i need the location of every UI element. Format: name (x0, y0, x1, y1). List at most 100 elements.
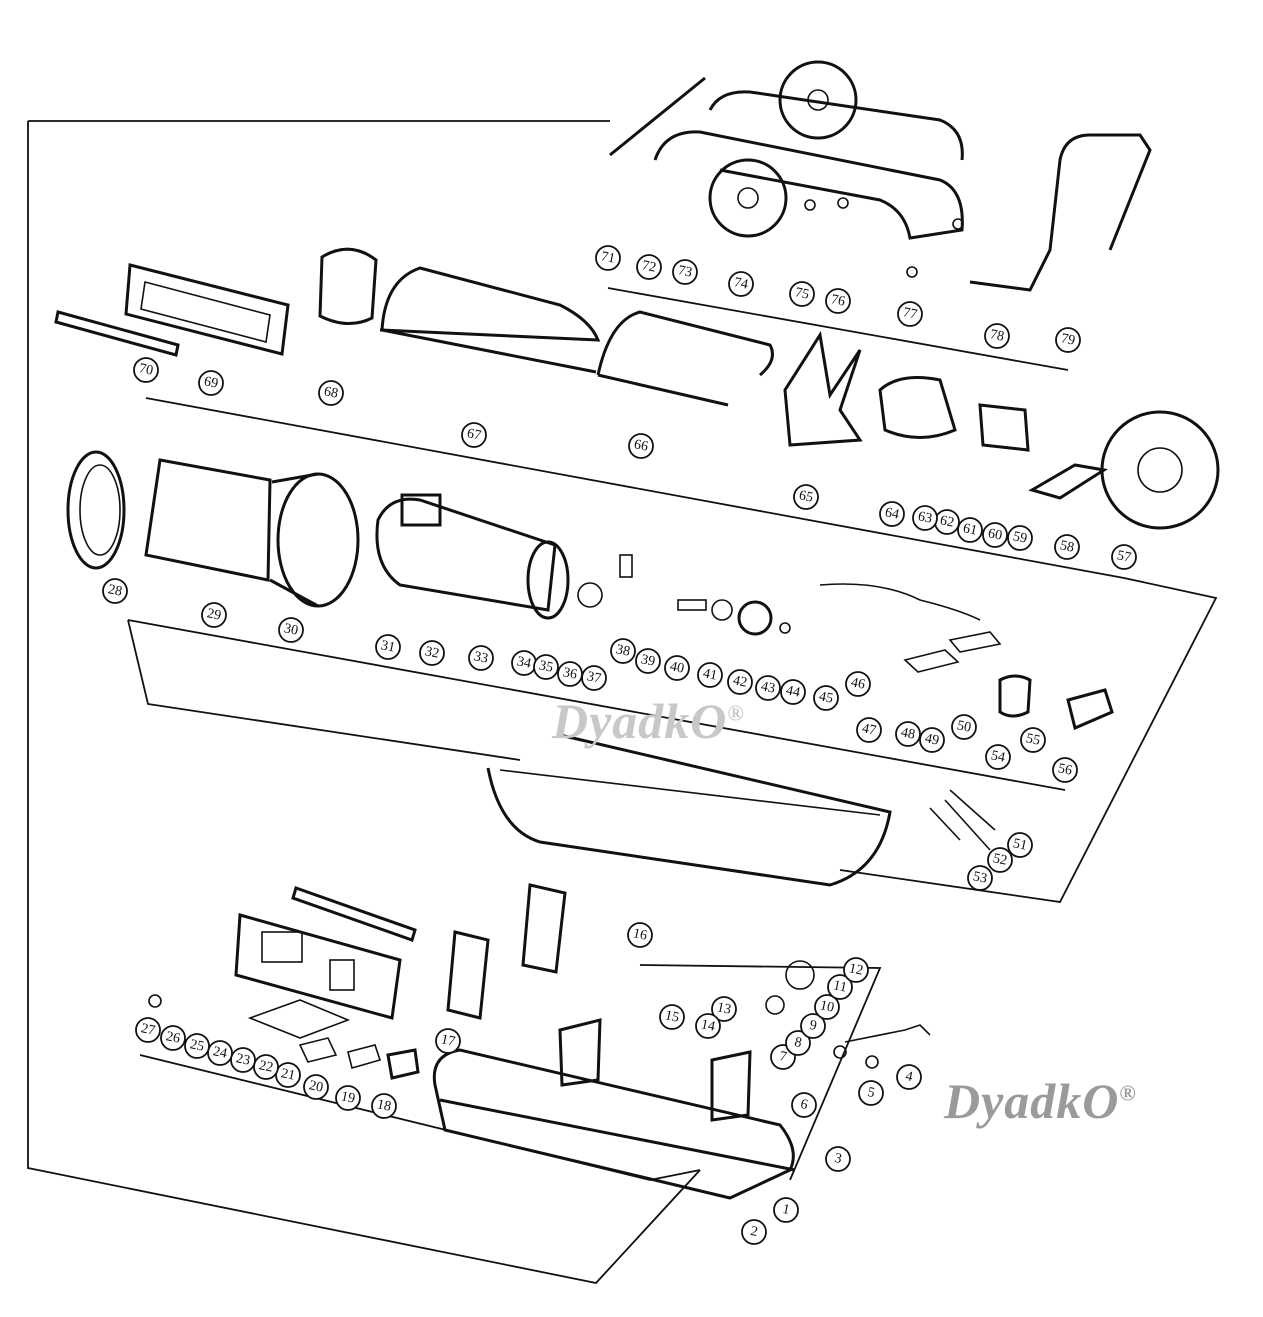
callout-number: 60 (987, 526, 1004, 544)
callout-number: 69 (203, 374, 220, 392)
callout-32: 32 (419, 640, 445, 666)
callout-circle (967, 865, 993, 891)
callout-circle (672, 259, 698, 285)
callout-13: 13 (711, 996, 737, 1022)
callout-number: 7 (778, 1049, 788, 1065)
callout-38: 38 (610, 638, 636, 664)
callout-5: 5 (858, 1080, 884, 1106)
callout-circle (533, 654, 559, 680)
callout-circle (951, 714, 977, 740)
upper-shell-parts (54, 247, 774, 407)
callout-circle (879, 501, 905, 527)
callout-number: 50 (956, 718, 973, 736)
callout-52: 52 (987, 847, 1013, 873)
callout-circle (133, 357, 159, 383)
callout-number: 74 (733, 275, 750, 293)
callout-circle (695, 1013, 721, 1039)
callout-circle (800, 1013, 826, 1039)
callout-79: 79 (1055, 327, 1081, 353)
callout-8: 8 (785, 1030, 811, 1056)
callout-35: 35 (533, 654, 559, 680)
callout-11: 11 (827, 974, 853, 1000)
callout-circle (825, 1146, 851, 1172)
callout-71: 71 (595, 245, 621, 271)
callout-circle (160, 1025, 186, 1051)
callout-circle (1020, 727, 1046, 753)
callout-49: 49 (919, 727, 945, 753)
callout-33: 33 (468, 645, 494, 671)
callout-number: 27 (140, 1021, 157, 1039)
callout-3: 3 (825, 1146, 851, 1172)
callout-circle (610, 638, 636, 664)
callout-number: 66 (633, 437, 650, 455)
callout-circle (727, 669, 753, 695)
tank-and-controls (148, 883, 931, 1200)
callout-number: 28 (107, 582, 124, 600)
callout-74: 74 (728, 271, 754, 297)
leader-top-group (607, 287, 1069, 371)
callout-circle (755, 675, 781, 701)
callout-circle (230, 1047, 256, 1073)
callout-number: 4 (904, 1069, 914, 1085)
callout-circle (335, 1085, 361, 1111)
callout-31: 31 (375, 634, 401, 660)
callout-number: 14 (700, 1017, 717, 1035)
callout-number: 68 (323, 384, 340, 402)
callout-circle (1055, 327, 1081, 353)
callout-number: 72 (641, 258, 658, 276)
callout-18: 18 (371, 1093, 397, 1119)
callout-circle (858, 1080, 884, 1106)
callout-58: 58 (1054, 534, 1080, 560)
callout-circle (789, 281, 815, 307)
callout-78: 78 (984, 323, 1010, 349)
callout-number: 17 (440, 1032, 457, 1050)
callout-number: 26 (165, 1029, 182, 1047)
callout-circle (741, 1219, 767, 1245)
callout-circle (813, 685, 839, 711)
callout-69: 69 (198, 370, 224, 396)
callout-number: 6 (799, 1097, 809, 1113)
callout-circle (919, 727, 945, 753)
callout-53: 53 (967, 865, 993, 891)
callout-circle (987, 847, 1013, 873)
callout-60: 60 (982, 522, 1008, 548)
callout-circle (468, 645, 494, 671)
callout-15: 15 (659, 1004, 685, 1030)
callout-22: 22 (253, 1054, 279, 1080)
callout-10: 10 (814, 994, 840, 1020)
callout-27: 27 (135, 1017, 161, 1043)
callout-number: 16 (632, 926, 649, 944)
callout-63: 63 (912, 505, 938, 531)
callout-2: 2 (741, 1219, 767, 1245)
callout-number: 73 (677, 263, 694, 281)
callout-40: 40 (664, 655, 690, 681)
callout-circle (785, 1030, 811, 1056)
callout-circle (435, 1028, 461, 1054)
callout-36: 36 (557, 661, 583, 687)
callout-64: 64 (879, 501, 905, 527)
callout-number: 54 (990, 748, 1007, 766)
callout-circle (814, 994, 840, 1020)
callout-circle (845, 671, 871, 697)
callout-circle (985, 744, 1011, 770)
callout-circle (1111, 544, 1137, 570)
callout-21: 21 (275, 1062, 301, 1088)
callout-number: 8 (793, 1035, 803, 1051)
callout-76: 76 (825, 288, 851, 314)
burner-components (577, 554, 1114, 731)
callout-number: 19 (340, 1089, 357, 1107)
callout-circle (628, 433, 654, 459)
callout-number: 70 (138, 361, 155, 379)
callout-number: 33 (473, 649, 490, 667)
callout-circle (711, 996, 737, 1022)
callout-number: 1 (781, 1202, 791, 1218)
callout-16: 16 (627, 922, 653, 948)
callout-circle (207, 1040, 233, 1066)
callout-19: 19 (335, 1085, 361, 1111)
callout-number: 78 (989, 327, 1006, 345)
callout-number: 15 (664, 1008, 681, 1026)
callout-65: 65 (793, 484, 819, 510)
callout-number: 40 (669, 659, 686, 677)
callout-number: 43 (760, 679, 777, 697)
callout-62: 62 (934, 509, 960, 535)
